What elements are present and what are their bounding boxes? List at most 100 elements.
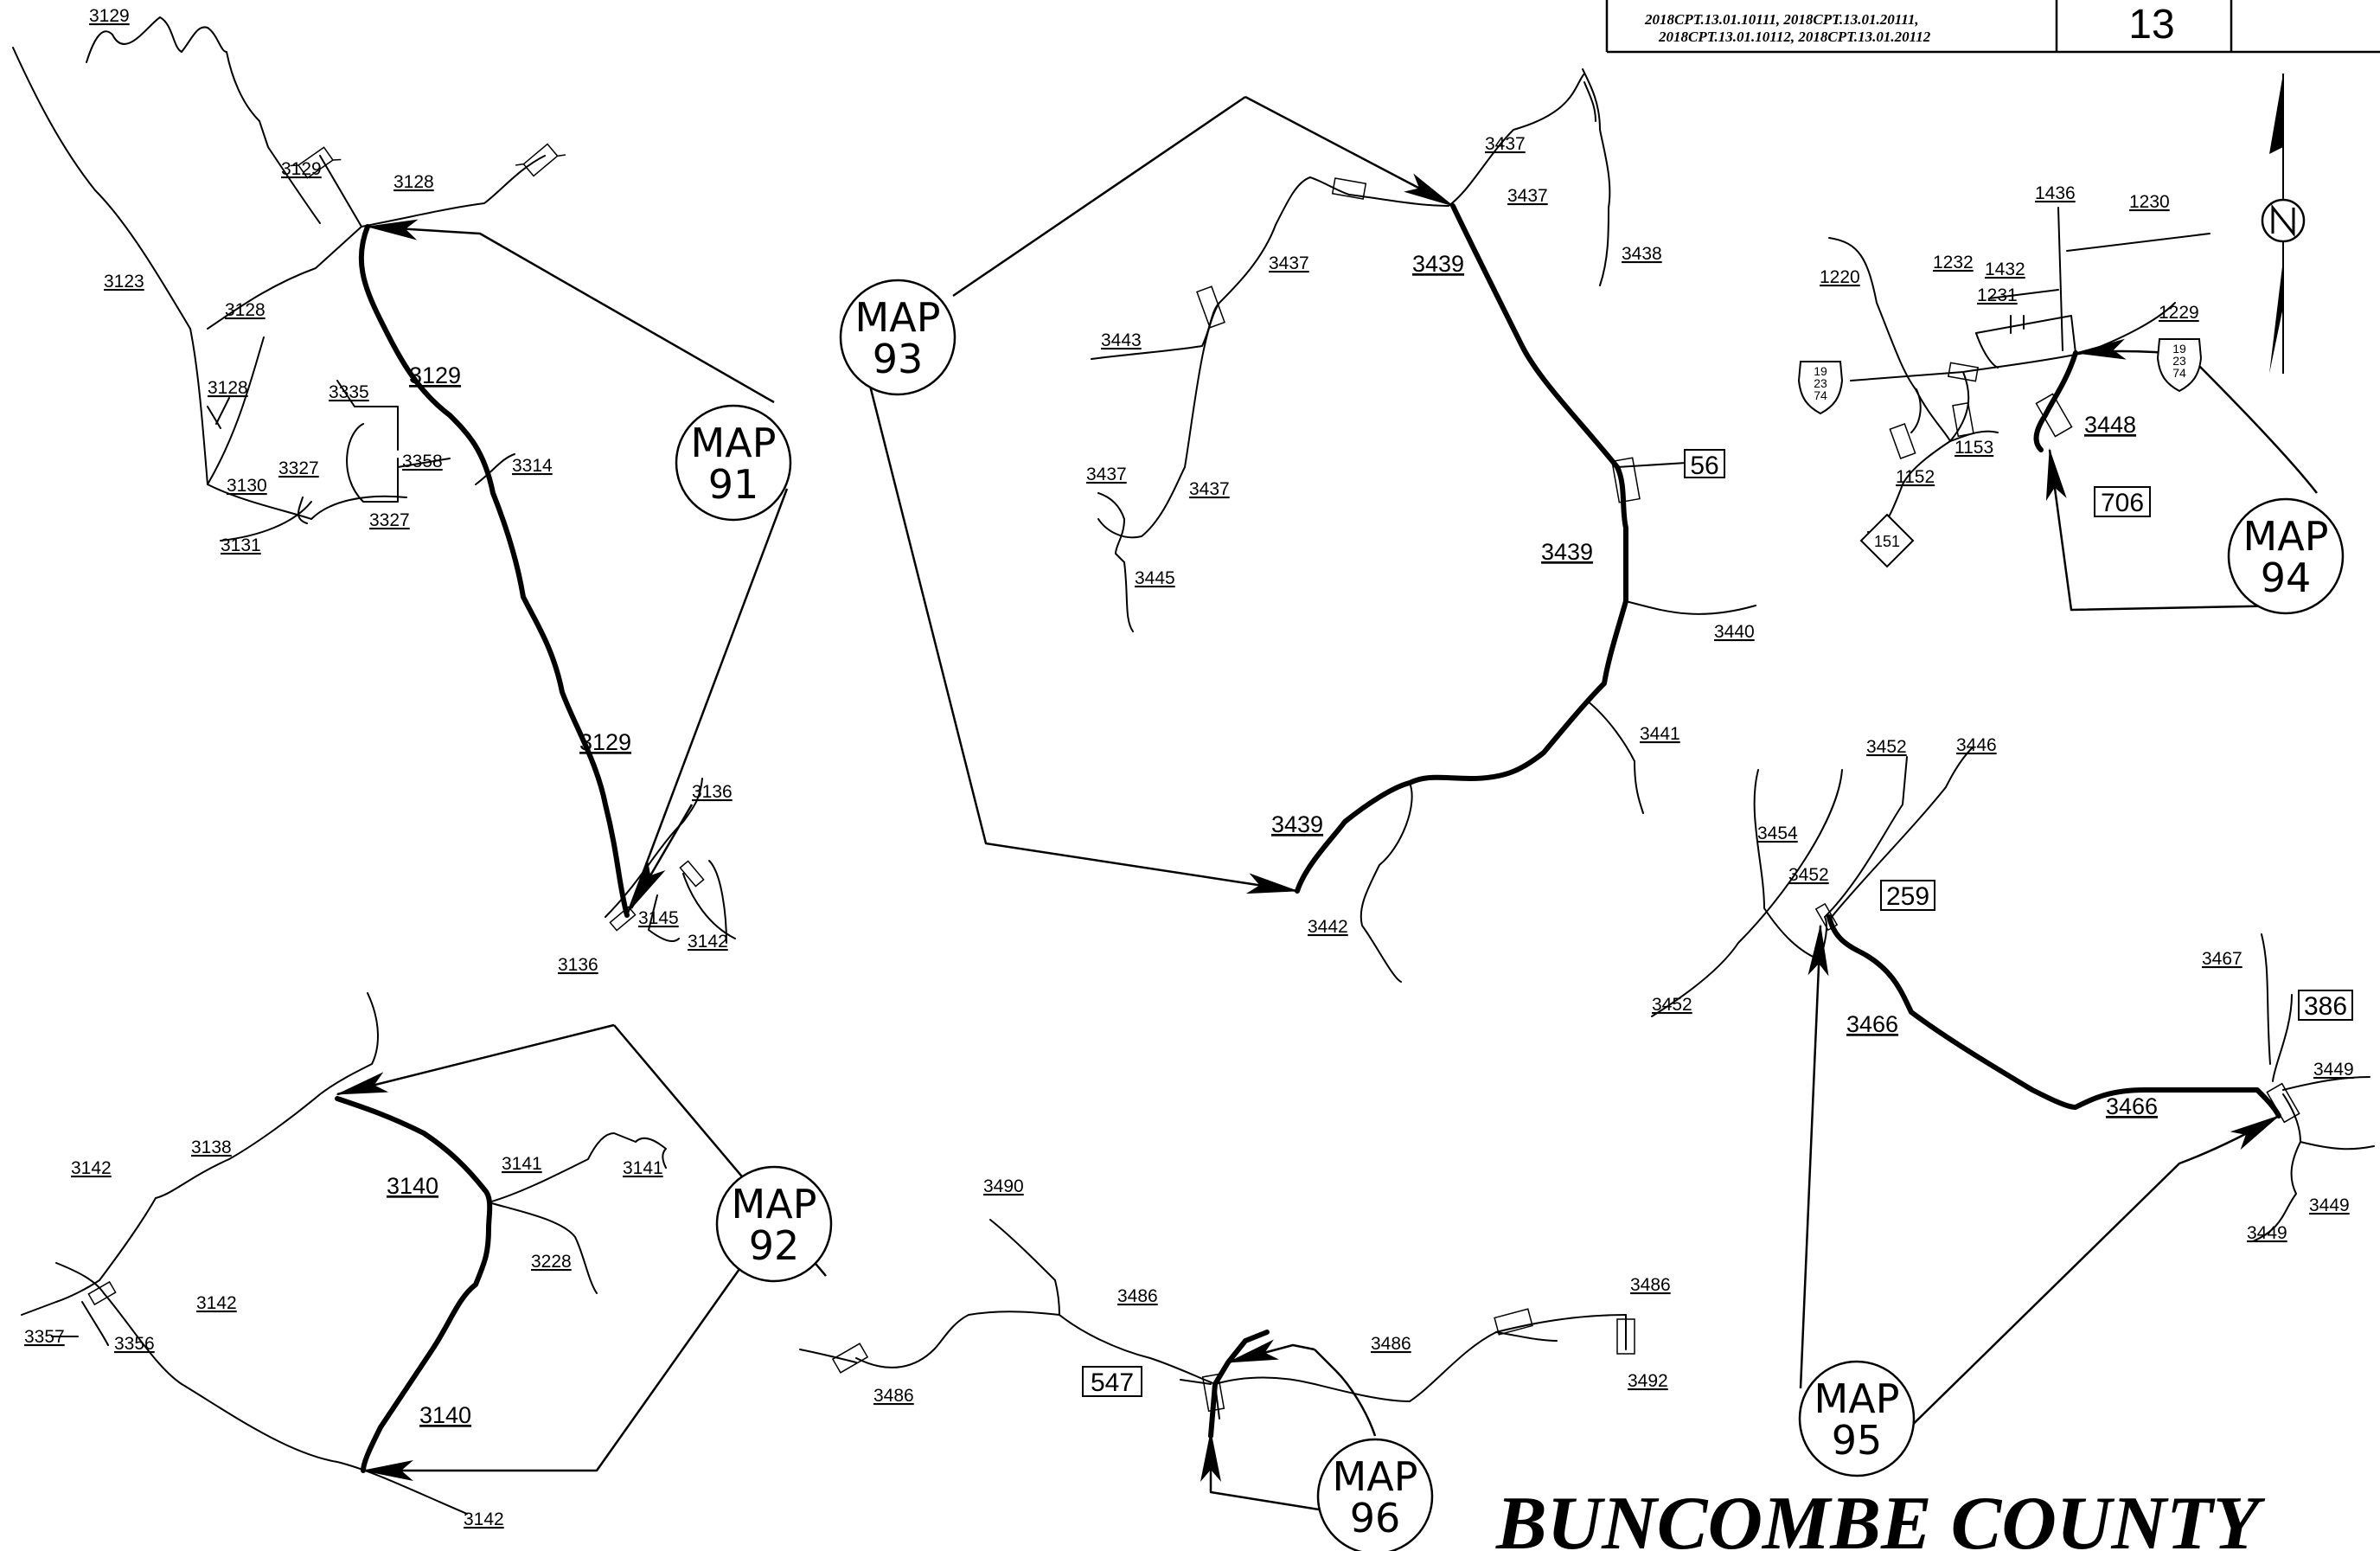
state-route-diamond-icon: 151 — [1859, 513, 1915, 568]
map-94-callout[interactable] — [2227, 497, 2345, 615]
project-numbers-line-1: 2018CPT.13.01.10111, 2018CPT.13.01.20111… — [1644, 11, 1919, 28]
road-label: 3449 — [2313, 1060, 2354, 1080]
road-label: 3142 — [688, 932, 728, 952]
road-label: 3141 — [623, 1158, 663, 1178]
road-label: 3327 — [278, 458, 319, 478]
route-label: 3439 — [1412, 251, 1464, 277]
region-map-93: 56 3437 3437 3438 3437 3443 3437 3437 34… — [839, 68, 1756, 983]
road-label: 1231 — [1977, 285, 2018, 305]
map-92-callout[interactable] — [715, 1165, 833, 1283]
road-label: 3130 — [227, 476, 267, 496]
state-route-number: 151 — [1874, 533, 1900, 550]
road-label: 3486 — [1630, 1275, 1671, 1295]
road-label: 3486 — [1117, 1286, 1158, 1306]
road-label: 3437 — [1269, 253, 1309, 273]
road-label: 3145 — [638, 908, 679, 928]
map-95-callout[interactable] — [1798, 1360, 1916, 1477]
road-label: 3358 — [402, 452, 443, 471]
state-route-number: 706 — [2101, 489, 2144, 517]
road-label: 3490 — [983, 1176, 1024, 1196]
road-label: 1436 — [2035, 183, 2076, 203]
route-label: 3439 — [1541, 539, 1593, 565]
route-label: 3466 — [1846, 1011, 1898, 1037]
state-route-number: 259 — [1886, 882, 1929, 911]
road-label: 3454 — [1757, 824, 1798, 843]
road-label: 1152 — [1896, 467, 1935, 487]
route-label: 3448 — [2084, 412, 2136, 438]
state-route-shield — [1684, 449, 1725, 478]
road-label: 1229 — [2159, 303, 2199, 323]
road-label: 3136 — [558, 955, 598, 975]
road-label: 1232 — [1933, 253, 1974, 272]
road-label: 3356 — [114, 1334, 155, 1354]
road-label: 3467 — [2202, 949, 2242, 969]
road-label: 3228 — [531, 1252, 572, 1272]
road-label: 3452 — [1788, 865, 1829, 885]
region-map-91: 3129 3129 3128 3123 3128 3128 3335 3358 … — [12, 6, 792, 975]
road-label: 3452 — [1866, 737, 1907, 757]
route-label: 3140 — [387, 1173, 438, 1199]
road-label: 3129 — [281, 159, 322, 179]
state-route-shield — [2094, 486, 2151, 517]
road-label: 3437 — [1485, 134, 1526, 154]
road-label: 3128 — [225, 300, 266, 320]
state-route-shield — [2298, 990, 2353, 1021]
map-96-callout[interactable] — [1316, 1438, 1434, 1551]
road-label: 3443 — [1101, 330, 1142, 350]
road-label: 3142 — [196, 1293, 237, 1313]
road-label: 3142 — [71, 1158, 112, 1178]
route-label: 3140 — [419, 1402, 471, 1428]
road-label: 1153 — [1955, 438, 1993, 458]
road-label: 3486 — [873, 1386, 914, 1406]
road-label: 3335 — [329, 382, 369, 402]
road-label: 1432 — [1985, 260, 2025, 279]
road-label: 3445 — [1135, 568, 1175, 588]
route-label: 3129 — [579, 729, 631, 755]
road-label: 3446 — [1956, 735, 1997, 755]
road-label: 3452 — [1652, 995, 1692, 1015]
road-label: 3128 — [393, 172, 434, 192]
road-label: 3437 — [1189, 479, 1230, 499]
map-91-callout[interactable] — [675, 404, 792, 522]
road-label: 3136 — [692, 782, 733, 802]
state-route-shield — [1082, 1366, 1142, 1397]
state-route-number: 386 — [2304, 992, 2347, 1021]
county-title: BUNCOMBE COUNTY — [1495, 1482, 2266, 1551]
project-numbers-line-2: 2018CPT.13.01.10112, 2018CPT.13.01.20112 — [1658, 29, 1931, 45]
route-label: 3129 — [409, 362, 461, 388]
road-label: 3357 — [24, 1327, 65, 1347]
road-label: 3440 — [1714, 622, 1755, 642]
road-label: 3449 — [2247, 1223, 2287, 1243]
road-label: 3141 — [502, 1154, 542, 1174]
road-label: 3138 — [191, 1138, 232, 1157]
road-label: 3441 — [1640, 724, 1680, 744]
road-label: 3123 — [104, 272, 144, 292]
map-93-callout[interactable] — [839, 279, 956, 396]
road-label: 3128 — [208, 378, 248, 398]
road-label: 1220 — [1820, 267, 1860, 287]
state-route-number: 547 — [1091, 1368, 1134, 1397]
title-block: 2018CPT.13.01.10111, 2018CPT.13.01.20111… — [1605, 0, 2380, 54]
road-label: 3327 — [369, 510, 410, 530]
road-label: 3314 — [512, 456, 553, 476]
region-map-95: 259 386 3452 3446 3454 3452 3452 3467 34… — [1651, 735, 2375, 1477]
road-label: 1230 — [2129, 192, 2170, 212]
region-map-92: 3142 3138 3141 3141 3228 3142 3357 3356 … — [21, 992, 833, 1529]
road-label: 3437 — [1507, 186, 1548, 206]
state-route-shield — [1880, 880, 1935, 911]
road-label: 3131 — [221, 535, 261, 555]
road-label: 3492 — [1628, 1371, 1668, 1391]
